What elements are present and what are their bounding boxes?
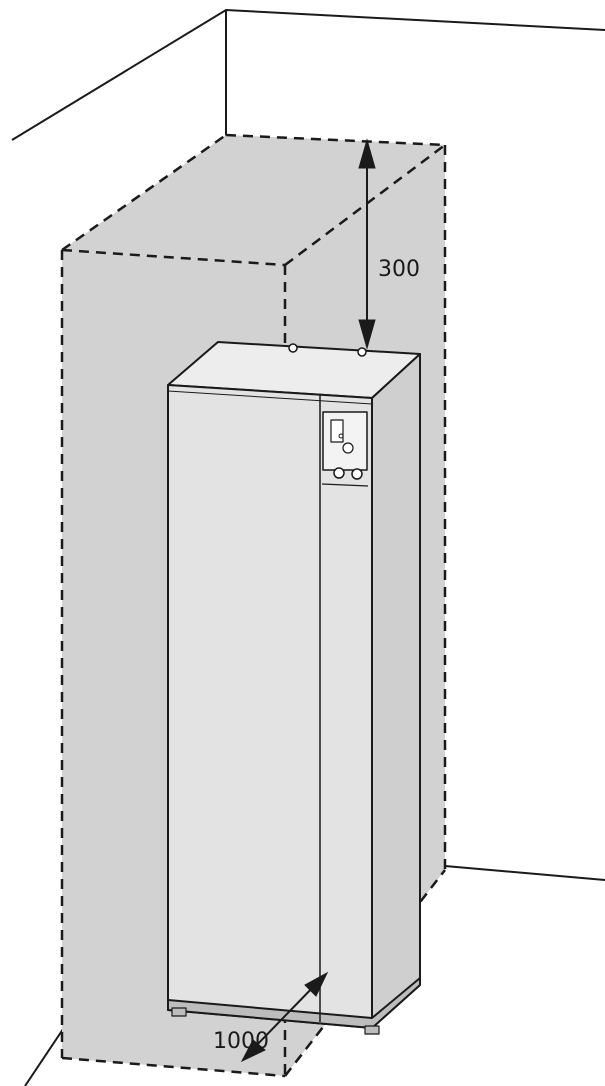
unit-top-front-edge xyxy=(167,390,373,405)
wall-left-top-edge xyxy=(11,8,605,141)
control-panel-led xyxy=(338,433,344,439)
front-clearance-arrow-front xyxy=(240,1039,266,1063)
power-switch-left xyxy=(333,467,345,479)
zone-edge-top-front xyxy=(61,248,286,267)
zone-edge-bottom-right xyxy=(284,869,446,1077)
top-clearance-dimension: 300 xyxy=(358,138,420,350)
control-panel-dial xyxy=(342,442,354,454)
power-switch-right xyxy=(351,468,363,480)
zone-edge-bottom-front xyxy=(61,1056,286,1078)
unit-front-panel xyxy=(167,384,373,1029)
control-panel-screen xyxy=(330,419,344,443)
front-clearance-label: 1000 xyxy=(213,1029,269,1054)
front-clearance-arrow-back xyxy=(304,971,329,997)
front-clearance-dimension: 1000 xyxy=(213,971,329,1063)
top-connection-left xyxy=(288,343,298,353)
control-panel-bottom-edge xyxy=(321,483,369,487)
unit-foot-right xyxy=(364,1025,380,1035)
zone-top-face xyxy=(62,135,445,265)
heat-pump-unit xyxy=(167,341,421,1035)
unit-foot-left xyxy=(171,1007,187,1017)
top-clearance-arrow-down xyxy=(358,319,376,350)
top-clearance-arrow-up xyxy=(358,138,376,169)
zone-edge-top-back xyxy=(225,133,446,147)
top-connection-right xyxy=(357,347,367,357)
top-clearance-label: 300 xyxy=(378,257,420,282)
control-panel-display xyxy=(322,411,368,471)
floor-right-edge xyxy=(444,865,605,881)
unit-right-side xyxy=(371,353,421,1029)
unit-base xyxy=(167,977,421,1029)
front-clearance-line xyxy=(249,981,319,1053)
